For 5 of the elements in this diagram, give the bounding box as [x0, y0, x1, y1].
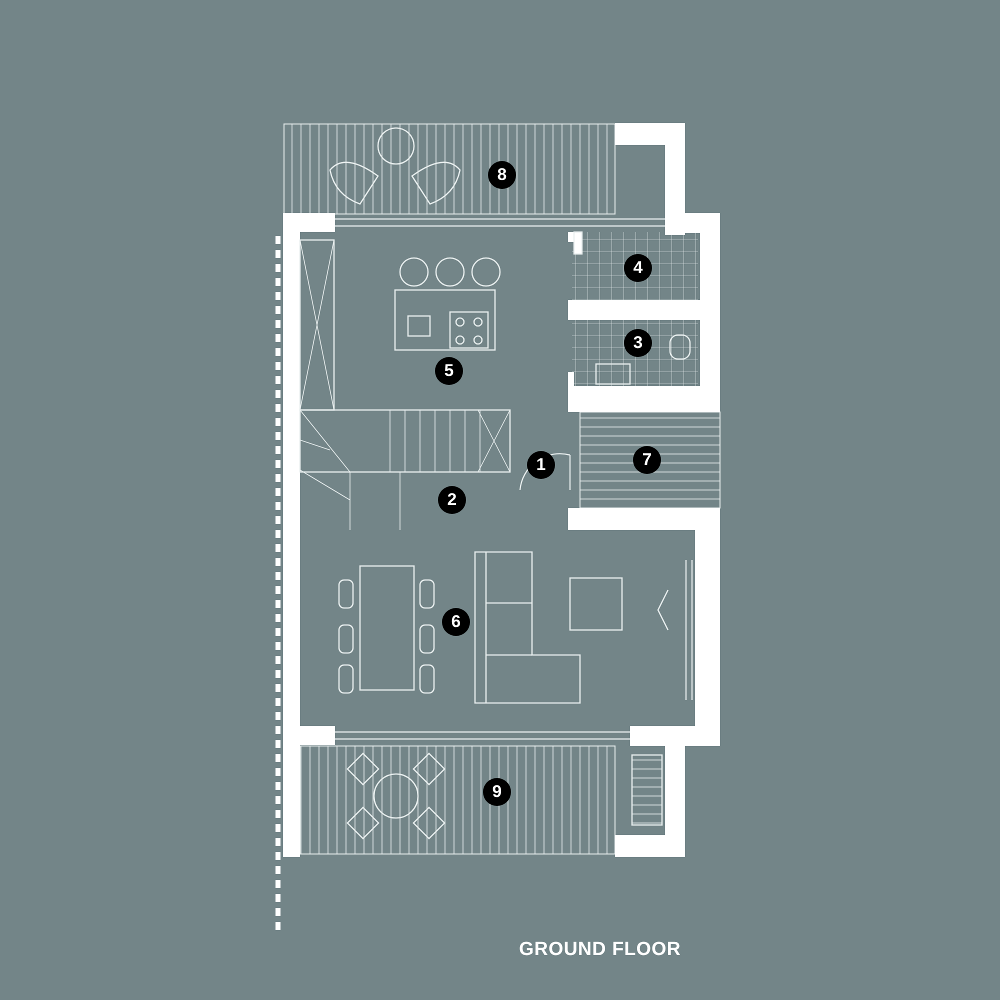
callout-number: 1 [527, 451, 555, 479]
callout-number: 6 [442, 608, 470, 636]
title: GROUND FLOOR [518, 938, 682, 962]
callout-number: 5 [435, 357, 463, 385]
callout-number: 2 [438, 486, 466, 514]
